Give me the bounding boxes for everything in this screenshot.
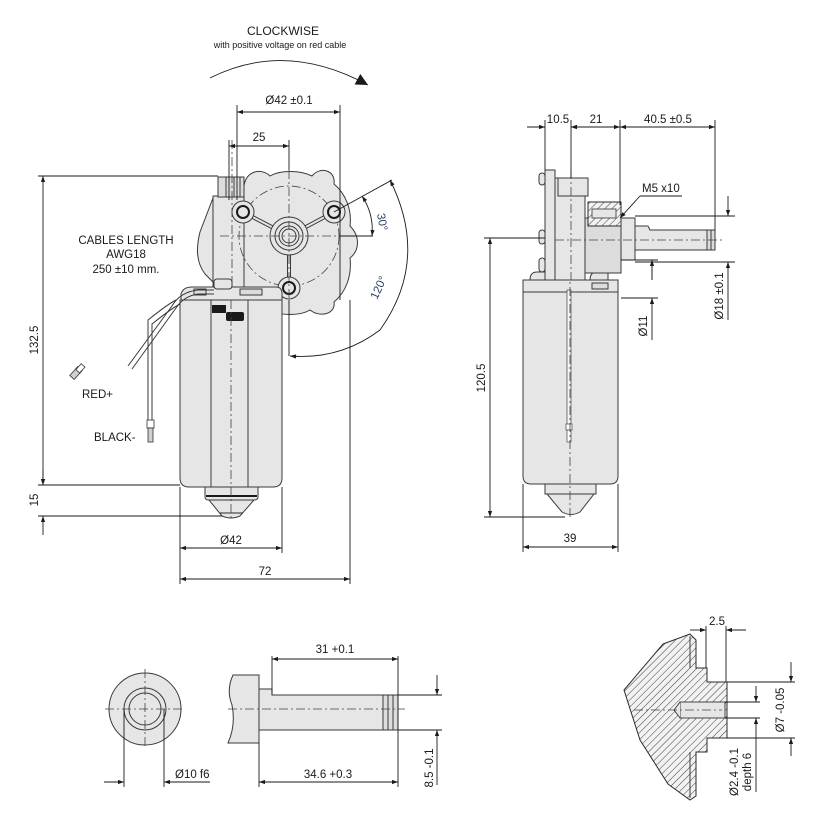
terminal (212, 305, 226, 313)
dim-angle-30: 30° (374, 212, 389, 231)
housing-lobe (196, 197, 214, 284)
dim-overall-width: 72 (259, 566, 272, 578)
black-cable-label: BLACK- (94, 432, 136, 444)
dim-height-total: 132.5 (29, 326, 41, 355)
output-boss (620, 217, 636, 261)
section-detail: 2.5 Ø7 -0.05 Ø2.4 -0.1 depth 6 (623, 616, 795, 801)
output-shaft (634, 225, 716, 251)
dim-pilot-diameter: Ø7 -0.05 (775, 688, 787, 733)
bearing-cap (204, 486, 259, 501)
mounting-plate (544, 169, 556, 281)
shaft-body (258, 688, 399, 731)
dim-step: 2.5 (709, 616, 725, 628)
dim-shaft-total-length: 34.6 +0.3 (304, 769, 352, 781)
dim-hole-diameter: Ø2.4 -0.1 (729, 748, 741, 796)
rotation-label: CLOCKWISE (247, 24, 319, 38)
dim-angle-120: 120° (369, 275, 390, 302)
dim-shaft-diameter: Ø10 f6 (175, 769, 210, 781)
dim-shaft-cap: 15 (29, 494, 41, 507)
dim-side-height: 120.5 (476, 364, 488, 393)
cables-gauge: AWG18 (106, 249, 146, 261)
dim-plate: 10.5 (547, 114, 569, 126)
red-cable-label: RED+ (82, 389, 113, 401)
dim-shaft-base: Ø11 (638, 316, 650, 337)
dim-hole-offset: 25 (253, 132, 266, 144)
dim-thread: M5 x10 (642, 183, 680, 195)
dim-flange-diameter: Ø42 ±0.1 (265, 95, 312, 107)
clockwise-arrow-icon (209, 60, 369, 86)
shaft-flange (227, 674, 260, 744)
rotation-annotation: CLOCKWISE with positive voltage on red c… (209, 24, 369, 86)
dim-body-width: 39 (564, 533, 577, 545)
dim-flat-length: 31 +0.1 (316, 644, 355, 656)
mounting-hole (231, 200, 255, 224)
dim-gearbox: 21 (590, 114, 603, 126)
dim-shaft-length: 40.5 ±0.5 (644, 114, 692, 126)
connector (217, 176, 245, 198)
side-view: 10.5 21 40.5 ±0.5 M5 x10 Ø18 ±0.1 Ø11 12… (476, 114, 735, 552)
dim-hole-depth: depth 6 (742, 753, 754, 791)
dim-flat-depth: 8.5 -0.1 (424, 749, 436, 788)
rotation-note: with positive voltage on red cable (213, 40, 347, 50)
shaft-end-view: Ø10 f6 (104, 669, 210, 787)
dim-boss-diameter: Ø18 ±0.1 (714, 272, 726, 319)
shaft-side-view: 31 +0.1 34.6 +0.3 8.5 -0.1 (227, 644, 442, 788)
dim-body-diameter: Ø42 (220, 535, 242, 547)
cable-black (146, 299, 181, 443)
cables-title: CABLES LENGTH (78, 235, 173, 247)
section-hatched-body (623, 633, 728, 801)
front-view: CABLES LENGTH AWG18 250 ±10 mm. RED+ BLA… (29, 95, 409, 584)
cables-length: 250 ±10 mm. (92, 264, 159, 276)
terminal (226, 312, 244, 321)
cable-red (69, 289, 214, 381)
